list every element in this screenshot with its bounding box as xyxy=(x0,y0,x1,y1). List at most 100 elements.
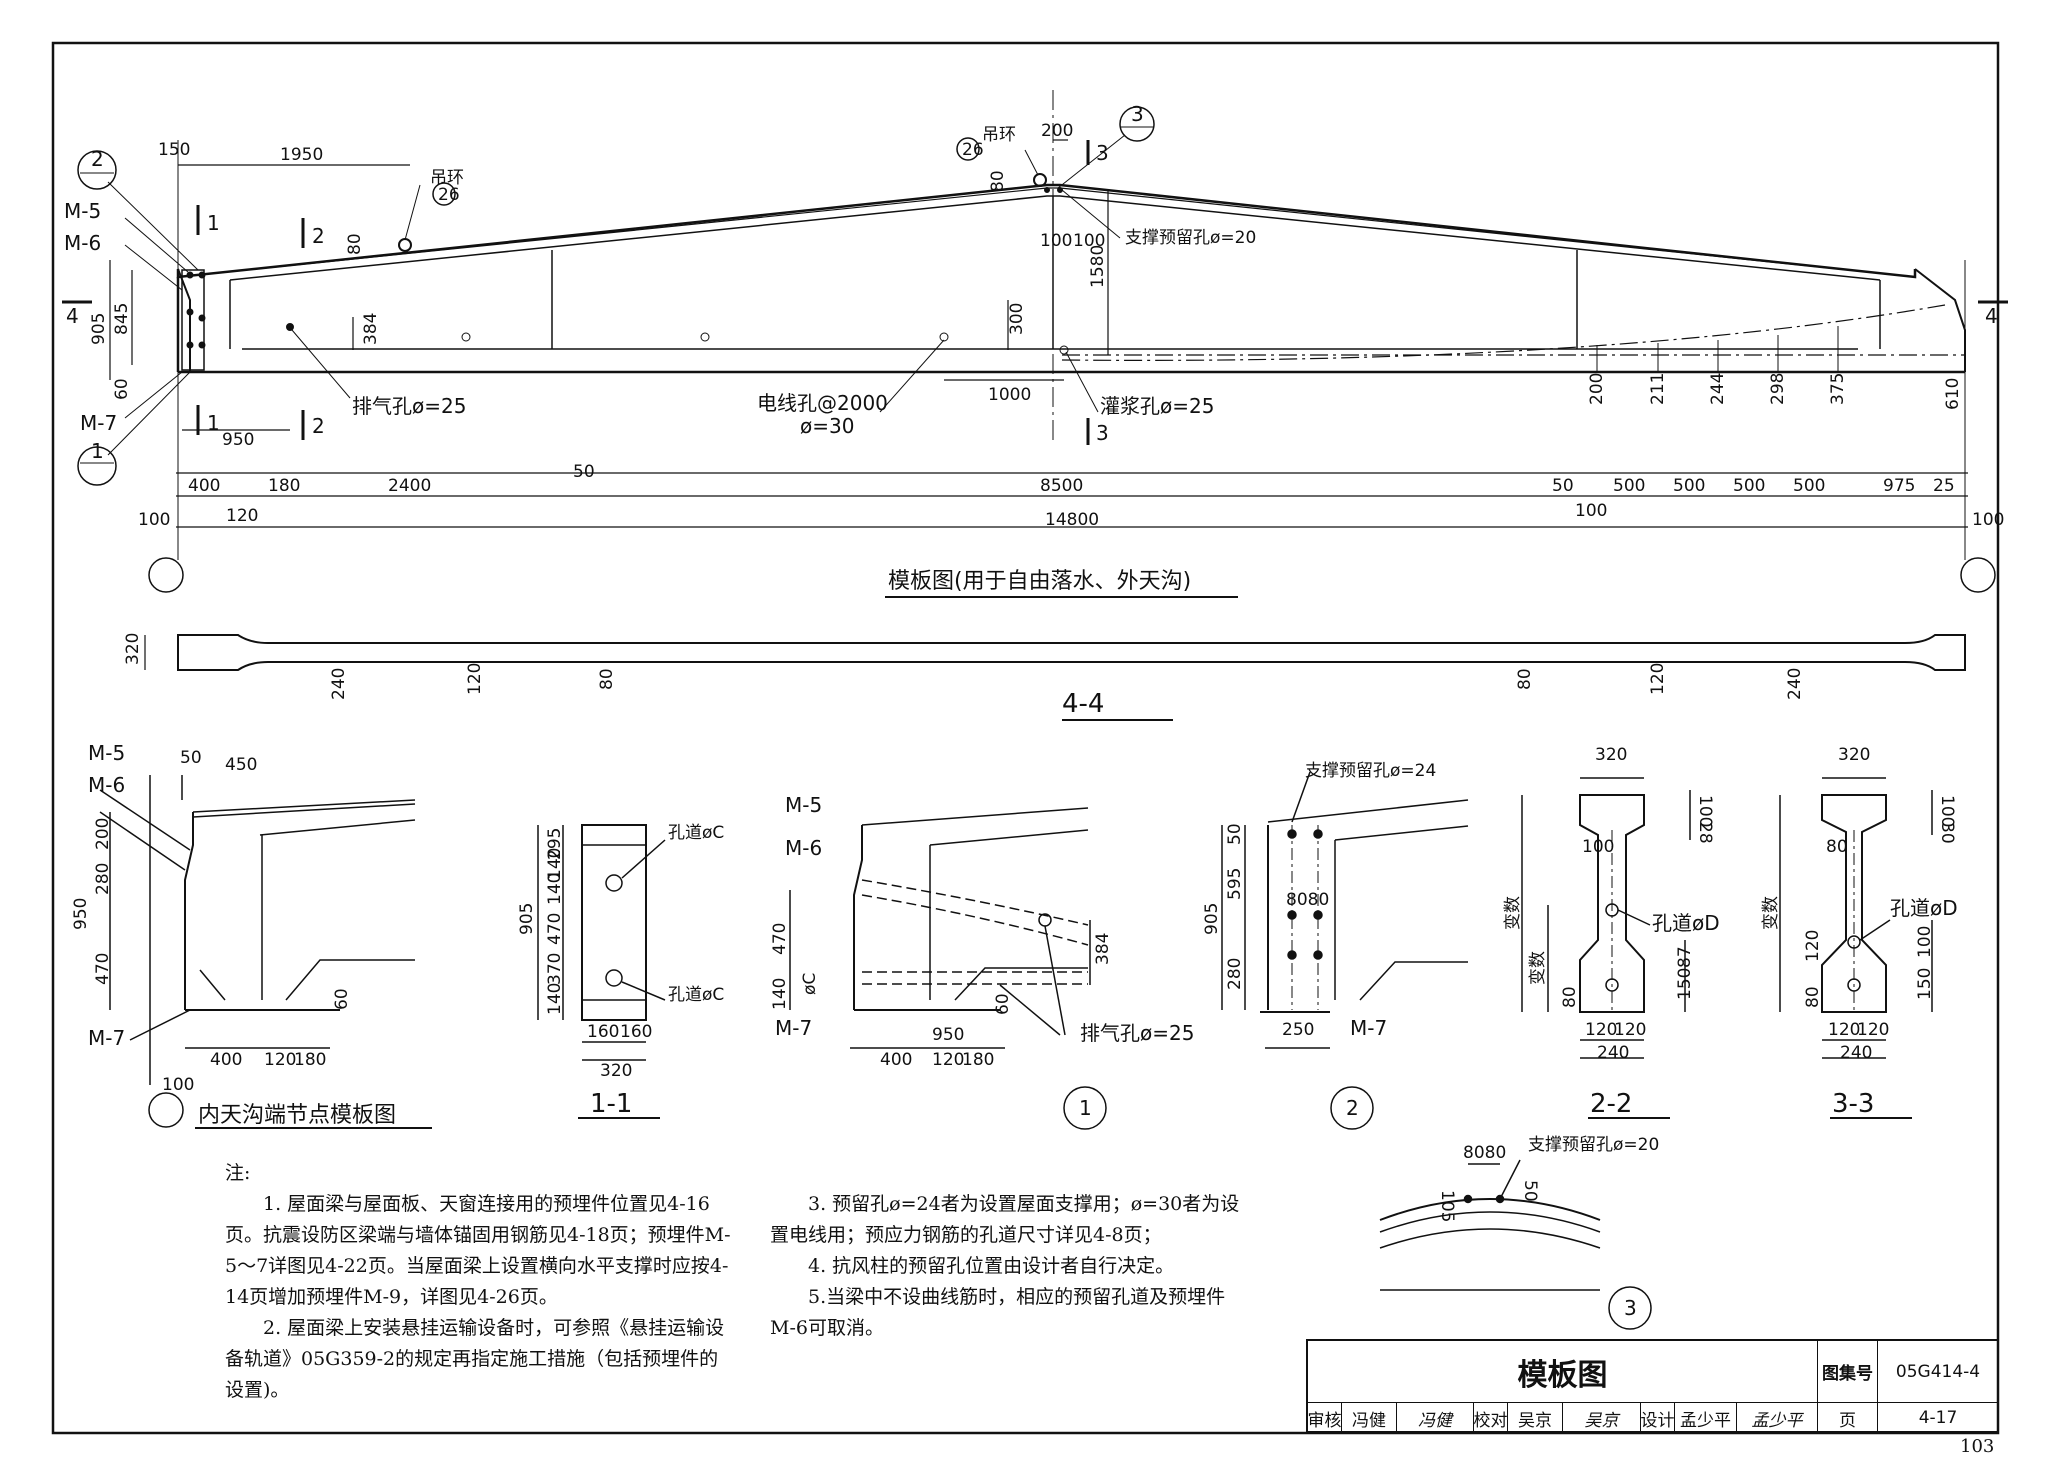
svg-text:50: 50 xyxy=(1225,823,1245,845)
section-1-1 xyxy=(537,824,666,1119)
svg-text:150: 150 xyxy=(1675,968,1695,1000)
svg-text:100: 100 xyxy=(1915,926,1935,958)
svg-text:950: 950 xyxy=(222,430,254,450)
svg-text:950: 950 xyxy=(932,1025,964,1045)
svg-text:排气孔ø=25: 排气孔ø=25 xyxy=(1080,1021,1194,1045)
svg-text:M-5: M-5 xyxy=(88,741,125,765)
svg-text:80: 80 xyxy=(597,668,617,690)
section-33-title: 3-3 xyxy=(1832,1089,1874,1119)
sec-mark-3a: 3 xyxy=(1096,141,1109,165)
sec-mark-2b: 2 xyxy=(312,414,325,438)
inner-gutter-labels: 内天沟端节点模板图 M-5 M-6 M-7 50 450 200 280 950… xyxy=(71,741,396,1128)
svg-text:孔道øD: 孔道øD xyxy=(1652,911,1720,935)
svg-text:M-5: M-5 xyxy=(785,793,822,817)
svg-text:120: 120 xyxy=(1585,1020,1617,1040)
svg-text:1580: 1580 xyxy=(1088,245,1108,288)
svg-text:28: 28 xyxy=(1695,822,1715,844)
sec-mark-1a: 1 xyxy=(207,211,220,235)
svg-text:80: 80 xyxy=(345,233,365,255)
svg-text:120: 120 xyxy=(932,1050,964,1070)
svg-text:120: 120 xyxy=(264,1050,296,1070)
svg-text:105: 105 xyxy=(1437,1190,1457,1222)
section-33-labels: 3-3 320 100 30 80 变数 孔道øD 100 120 150 80… xyxy=(1761,745,1958,1119)
svg-text:211: 211 xyxy=(1648,373,1668,405)
detail-title: 内天沟端节点模板图 xyxy=(198,1103,396,1128)
svg-text:400: 400 xyxy=(210,1050,242,1070)
inner-gutter-detail xyxy=(99,775,432,1129)
svg-text:支撑预留孔ø=24: 支撑预留孔ø=24 xyxy=(1305,761,1436,781)
svg-text:120: 120 xyxy=(1803,930,1823,962)
section-4-4-plan xyxy=(144,634,1966,721)
svg-text:500: 500 xyxy=(1613,476,1645,496)
svg-text:100: 100 xyxy=(1073,231,1105,251)
brace-hole-20: 支撑预留孔ø=20 xyxy=(1125,228,1256,248)
svg-text:140: 140 xyxy=(545,983,565,1015)
page-label: 页 xyxy=(1818,1403,1878,1433)
drawing-title: 模板图 xyxy=(1308,1341,1818,1403)
atlas-label: 图集号 xyxy=(1818,1341,1878,1403)
note-3: 3. 预留孔ø=24者为设置屋面支撑用；ø=30者为设置电线用；预应力钢筋的孔道… xyxy=(770,1193,1240,1246)
svg-text:280: 280 xyxy=(93,863,113,895)
svg-text:140: 140 xyxy=(545,873,565,905)
sheet-page-number: 103 xyxy=(1960,1436,1995,1457)
svg-text:400: 400 xyxy=(880,1050,912,1070)
svg-text:120: 120 xyxy=(1857,1020,1889,1040)
reviewer-signature: 冯健 xyxy=(1397,1403,1474,1433)
section-3-3 xyxy=(1779,777,1933,1119)
svg-text:120: 120 xyxy=(465,663,485,695)
notes-column-left: 注: 1. 屋面梁与屋面板、天窗连接用的预埋件位置见4-16页。抗震设防区梁端与… xyxy=(225,1158,735,1406)
svg-text:øC: øC xyxy=(800,973,820,995)
svg-text:100: 100 xyxy=(138,510,170,530)
designer-name: 孟少平 xyxy=(1675,1403,1737,1433)
svg-text:50: 50 xyxy=(180,748,202,768)
section-11-title: 1-1 xyxy=(590,1089,632,1119)
svg-text:240: 240 xyxy=(329,668,349,700)
svg-text:320: 320 xyxy=(123,633,143,665)
svg-text:1950: 1950 xyxy=(280,145,323,165)
designer-signature: 孟少平 xyxy=(1737,1403,1818,1433)
vent-hole: 排气孔ø=25 xyxy=(352,394,466,418)
elevation-labels: 模板图(用于自由落水、外天沟) M-5 M-6 M-7 2 1 3 26 26 … xyxy=(64,102,2004,594)
detail-2 xyxy=(1221,771,1469,1130)
svg-text:500: 500 xyxy=(1793,476,1825,496)
svg-text:298: 298 xyxy=(1768,373,1788,405)
svg-text:60: 60 xyxy=(993,993,1013,1015)
svg-text:150: 150 xyxy=(1915,968,1935,1000)
svg-text:180: 180 xyxy=(294,1050,326,1070)
svg-text:100: 100 xyxy=(1040,231,1072,251)
svg-text:50: 50 xyxy=(573,462,595,482)
svg-text:200: 200 xyxy=(1587,373,1607,405)
svg-text:975: 975 xyxy=(1883,476,1915,496)
svg-text:1000: 1000 xyxy=(988,385,1031,405)
m7-label: M-7 xyxy=(80,411,117,435)
check-label: 校对 xyxy=(1474,1403,1508,1433)
detail-1-labels: 1 M-5 M-6 M-7 470 140 øC 384 950 60 400 … xyxy=(770,793,1194,1120)
svg-text:150: 150 xyxy=(158,140,190,160)
svg-text:320: 320 xyxy=(600,1061,632,1081)
detail-3-number: 3 xyxy=(1624,1296,1637,1320)
svg-text:60: 60 xyxy=(332,988,352,1010)
callout-1: 1 xyxy=(91,439,104,463)
svg-text:845: 845 xyxy=(112,303,132,335)
callout-2: 2 xyxy=(91,147,104,171)
section-22-title: 2-2 xyxy=(1590,1089,1632,1119)
svg-text:100: 100 xyxy=(162,1075,194,1095)
wire-hole: 电线孔@2000 xyxy=(757,391,888,415)
svg-text:25: 25 xyxy=(1933,476,1955,496)
svg-text:280: 280 xyxy=(1225,958,1245,990)
svg-text:100: 100 xyxy=(1582,837,1614,857)
svg-text:375: 375 xyxy=(1828,373,1848,405)
reviewer-name: 冯健 xyxy=(1342,1403,1397,1433)
svg-text:500: 500 xyxy=(1733,476,1765,496)
svg-text:250: 250 xyxy=(1282,1020,1314,1040)
svg-text:120: 120 xyxy=(226,506,258,526)
svg-text:320: 320 xyxy=(1595,745,1627,765)
svg-text:180: 180 xyxy=(268,476,300,496)
note-5: 5.当梁中不设曲线筋时，相应的预留孔道及预埋件M-6可取消。 xyxy=(770,1286,1226,1339)
svg-text:140: 140 xyxy=(545,848,565,880)
svg-text:100: 100 xyxy=(1575,501,1607,521)
sec-mark-2a: 2 xyxy=(312,224,325,248)
sec-mark-1b: 1 xyxy=(207,411,220,435)
checker-signature: 吴京 xyxy=(1563,1403,1641,1433)
